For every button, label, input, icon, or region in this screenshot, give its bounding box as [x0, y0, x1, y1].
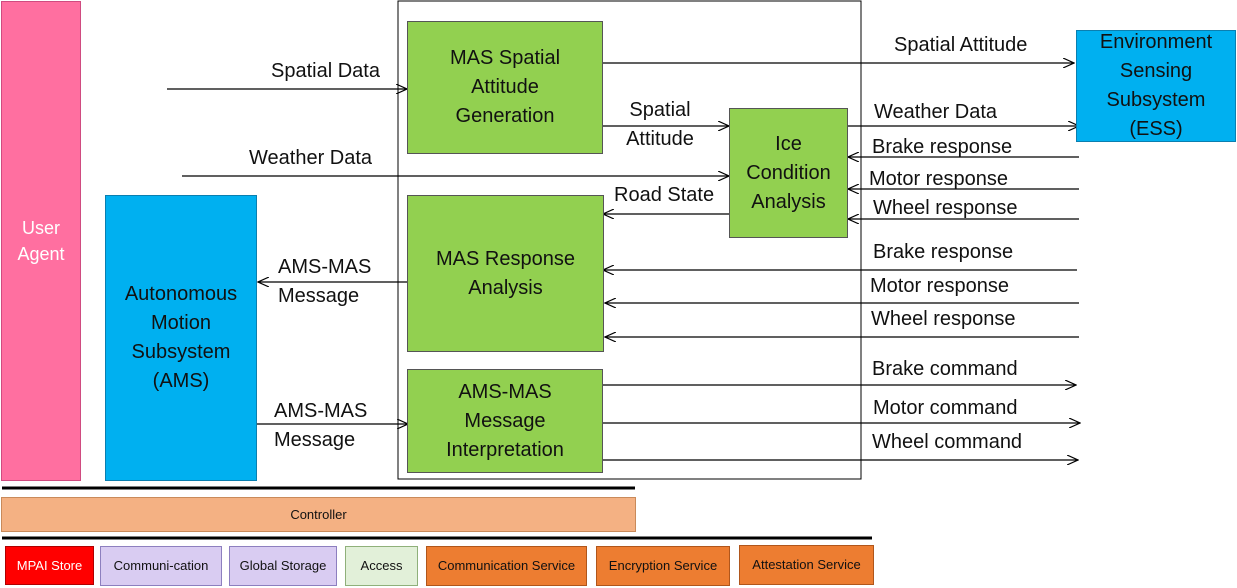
label-ams-mas-message-in: AMS-MAS Message — [274, 400, 368, 451]
access-box: Access — [345, 546, 418, 586]
label-spatial-attitude-mid: Spatial Attitude — [626, 99, 694, 150]
response-analysis-block: MAS Response Analysis — [407, 195, 604, 352]
label-motor-response-1: Motor response — [869, 168, 1008, 190]
label-weather-data-in: Weather Data — [249, 147, 373, 169]
ams-block: Autonomous Motion Subsystem (AMS) — [105, 195, 257, 481]
mpai-store-box: MPAI Store — [5, 546, 94, 585]
label-road-state: Road State — [614, 184, 715, 206]
label-ams-mas-message-out: AMS-MAS Message — [278, 256, 372, 307]
label-spatial-attitude-out: Spatial Attitude — [894, 34, 1028, 56]
user-agent-block: User Agent — [1, 1, 81, 481]
label-brake-command: Brake command — [872, 358, 1018, 380]
global-storage-box: Global Storage — [229, 546, 337, 586]
label-wheel-response-2: Wheel response — [871, 308, 1016, 330]
label-wheel-command: Wheel command — [872, 431, 1023, 453]
spatial-attitude-generation-block: MAS Spatial Attitude Generation — [407, 21, 603, 154]
encryption-service-box: Encryption Service — [596, 546, 730, 586]
ess-block: Environment Sensing Subsystem (ESS) — [1076, 30, 1236, 142]
label-motor-command: Motor command — [873, 397, 1018, 419]
label-motor-response-2: Motor response — [870, 275, 1009, 297]
label-wheel-response-1: Wheel response — [873, 197, 1018, 219]
label-brake-response-2: Brake response — [873, 241, 1014, 263]
attestation-service-box: Attestation Service — [739, 545, 874, 585]
controller-bar: Controller — [1, 497, 636, 532]
communication-service-box: Communication Service — [426, 546, 587, 586]
label-spatial-data: Spatial Data — [271, 60, 380, 82]
aiw-frame — [397, 0, 862, 480]
label-brake-response-1: Brake response — [872, 136, 1013, 158]
message-interpretation-block: AMS-MAS Message Interpretation — [407, 369, 603, 473]
communication-box: Communi-cation — [100, 546, 222, 586]
label-weather-data-out: Weather Data — [874, 101, 998, 123]
ice-condition-analysis-block: Ice Condition Analysis — [729, 108, 848, 238]
